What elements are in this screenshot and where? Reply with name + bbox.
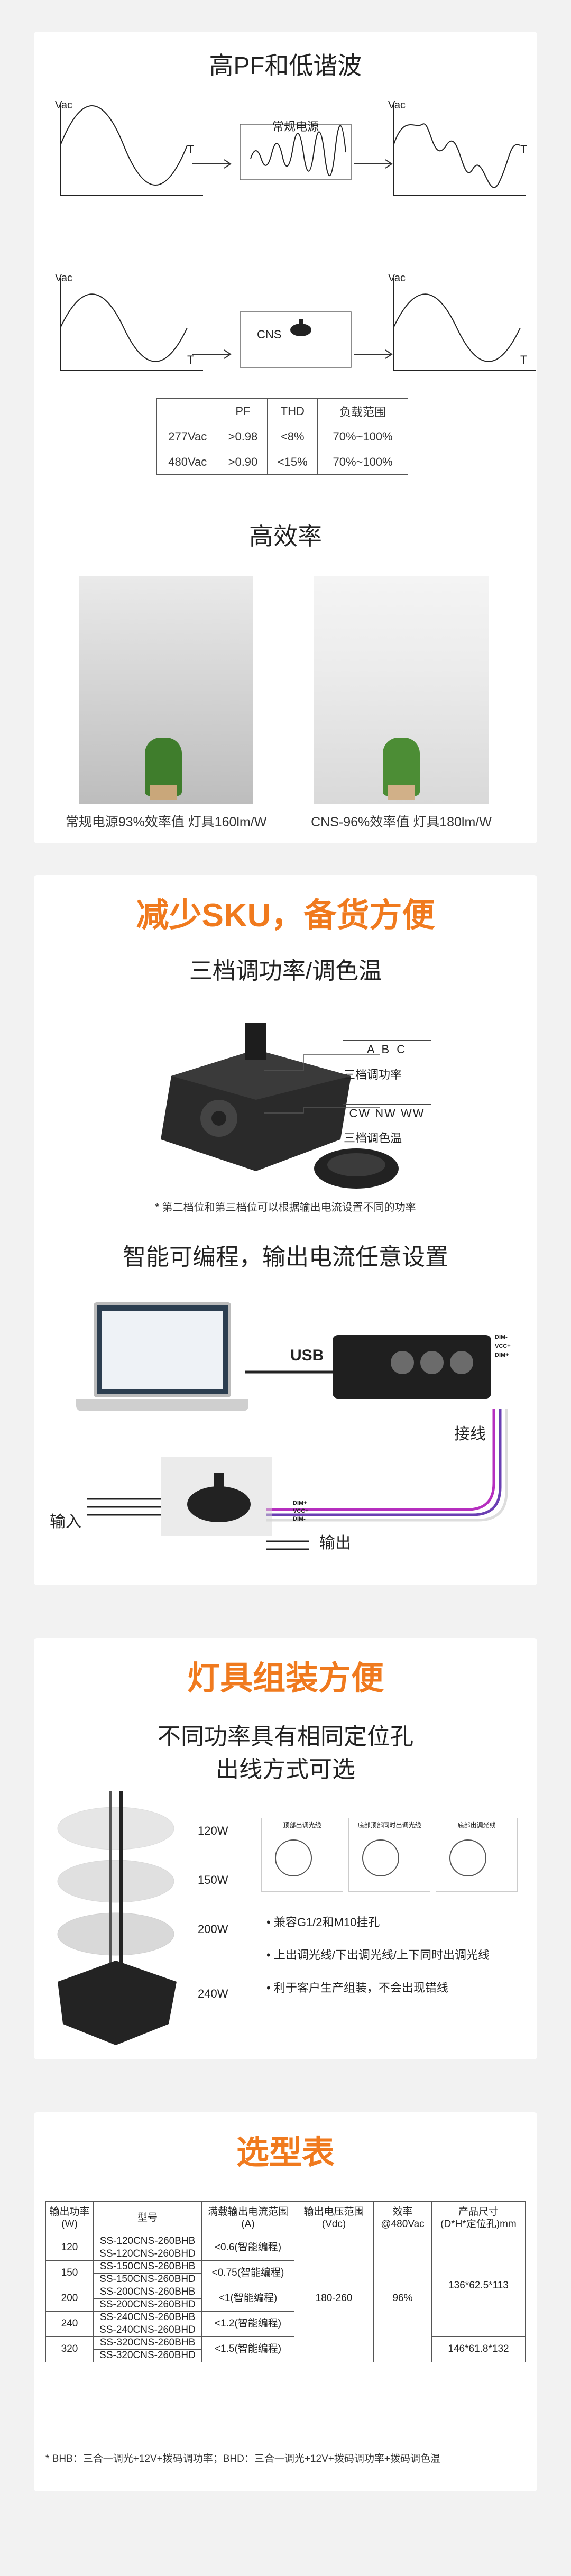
- assembly-title: 灯具组装方便: [187, 1660, 384, 1697]
- table-row: SS-240CNS-260BHD: [46, 2324, 526, 2337]
- table-row: 200 SS-200CNS-260BHB <1(智能编程): [45, 2286, 526, 2312]
- axis-t-4: T: [520, 353, 528, 366]
- axis-vac-1: Vac: [55, 99, 72, 111]
- cns-lamp-image: [314, 576, 489, 804]
- arrow-right-icon: [192, 349, 232, 359]
- arrow-right-icon: [354, 349, 393, 359]
- table-row: 277Vac >0.98 <8% 70%~100%: [156, 424, 408, 449]
- watt-200: 200W: [198, 1922, 228, 1936]
- wiring-label: 接线: [454, 1425, 486, 1443]
- sku-title: 减少SKU，备货方便: [136, 897, 435, 934]
- plus-button-icon: [420, 1351, 444, 1374]
- driver-cap-part: [314, 1148, 399, 1189]
- conventional-psu-label: 常规电源: [272, 120, 319, 133]
- table-row: SS-200CNS-260BHD: [46, 2298, 526, 2312]
- selection-card: 选型表 输出功率 (W) 型号 满载输出电流范围 (A) 输出电压范围 (Vdc…: [34, 2112, 537, 2491]
- axis-vac-2: Vac: [388, 99, 406, 111]
- axis-t-3: T: [187, 353, 195, 366]
- axis-t-1: T: [187, 143, 195, 156]
- axis-t-2: T: [520, 143, 528, 156]
- diagram-bottom-wire: 底部出调光线: [436, 1818, 518, 1892]
- usb-label: USB: [290, 1347, 324, 1364]
- watt-240: 240W: [198, 1987, 228, 2000]
- callout-lines: [264, 1054, 380, 1114]
- pf-title: 高PF和低谐波: [209, 52, 362, 79]
- cct-switch-box: CW NW WW: [343, 1104, 431, 1123]
- programmer-device: [333, 1335, 491, 1399]
- table-row: 120 SS-120CNS-260BHB <0.6(智能编程) 180-260 …: [45, 2235, 526, 2362]
- dim-neg-label: DIM-: [293, 1516, 306, 1522]
- conventional-caption: 常规电源93%效率值 灯具160lm/W: [65, 815, 267, 830]
- power-switch-box: A B C: [343, 1040, 431, 1059]
- table-row: SS-320CNS-260BHD: [46, 2349, 526, 2362]
- dim-wires: [87, 1409, 508, 1550]
- p-button-icon: [450, 1351, 473, 1374]
- input-label: 输入: [50, 1513, 81, 1531]
- output-label: 输出: [319, 1534, 351, 1552]
- stacked-drivers: [57, 1791, 177, 2045]
- table-row: 150 SS-150CNS-260BHB <0.75(智能编程): [45, 2260, 526, 2286]
- table-row: 240 SS-240CNS-260BHB <1.2(智能编程): [45, 2311, 526, 2337]
- watt-120: 120W: [198, 1824, 228, 1837]
- cns-driver-product: [161, 1023, 351, 1171]
- laptop-base: [76, 1399, 248, 1411]
- dim-pos-label: DIM+: [495, 1352, 509, 1358]
- waveform-cns: [60, 278, 536, 371]
- minus-button-icon: [391, 1351, 414, 1374]
- programmable-subtitle: 智能可编程，输出电流任意设置: [123, 1244, 448, 1270]
- mounting-diagrams: 顶部出调光线 底部顶部同时出调光线 底部出调光线: [261, 1818, 520, 1892]
- selection-title: 选型表: [236, 2135, 335, 2171]
- driver-wiring-area: [161, 1457, 272, 1536]
- vcc-pos-label: VCC+: [293, 1508, 309, 1514]
- waveform-conventional: [60, 103, 526, 196]
- cns-label: CNS: [257, 328, 282, 341]
- table-row: 320 SS-320CNS-260BHB <1.5(智能编程) 146*61.8…: [45, 2336, 526, 2362]
- selection-table: 输出功率 (W) 型号 满载输出电流范围 (A) 输出电压范围 (Vdc) 效率…: [45, 2201, 526, 2362]
- pf-thd-table: PF THD 负载范围 277Vac >0.98 <8% 70%~100% 48…: [156, 398, 408, 475]
- dim-pos-label: DIM+: [293, 1500, 307, 1506]
- selection-footnote: * BHB：三合一调光+12V+拨码调功率；BHD：三合一调光+12V+拨码调功…: [45, 2453, 440, 2464]
- table-row: PF THD 负载范围: [156, 398, 408, 424]
- cct-switch-label: 三档调色温: [344, 1131, 402, 1145]
- vcc-pos-label: VCC+: [495, 1343, 511, 1349]
- assembly-card: 灯具组装方便 不同功率具有相同定位孔 出线方式可选 120W 150W 200W…: [34, 1638, 537, 2059]
- table-row: 输出功率 (W) 型号 满载输出电流范围 (A) 输出电压范围 (Vdc) 效率…: [45, 2201, 526, 2235]
- assembly-bullet-1: • 兼容G1/2和M10挂孔: [266, 1916, 380, 1929]
- arrow-right-icon: [354, 159, 393, 169]
- efficiency-title: 高效率: [249, 522, 322, 550]
- power-switch-label: 三档调功率: [344, 1068, 402, 1081]
- axis-vac-3: Vac: [55, 272, 72, 284]
- sku-card: 减少SKU，备货方便 三档调功率/调色温 A B C 三档调功率 CW NW W…: [34, 875, 537, 1585]
- assembly-bullet-3: • 利于客户生产组装，不会出现错线: [266, 1981, 448, 1994]
- conventional-lamp-image: [79, 576, 253, 804]
- table-row: 480Vac >0.90 <15% 70%~100%: [156, 449, 408, 475]
- dim-neg-label: DIM-: [495, 1334, 508, 1340]
- assembly-bullet-2: • 上出调光线/下出调光线/上下同时出调光线: [266, 1948, 490, 1962]
- table-row: SS-150CNS-260BHD: [46, 2273, 526, 2286]
- laptop-screen: [94, 1302, 231, 1397]
- watt-150: 150W: [198, 1873, 228, 1887]
- pf-efficiency-card: 高PF和低谐波 Vac T Vac T 常规电源 Vac T Vac T CNS: [34, 32, 537, 843]
- axis-vac-4: Vac: [388, 272, 406, 284]
- three-step-subtitle: 三档调功率/调色温: [189, 958, 382, 984]
- assembly-subtitle-2: 出线方式可选: [216, 1756, 355, 1782]
- cns-driver-icon: [187, 1473, 251, 1522]
- assembly-subtitle-1: 不同功率具有相同定位孔: [158, 1724, 413, 1750]
- diagram-both-wire: 底部顶部同时出调光线: [348, 1818, 430, 1892]
- table-row: SS-120CNS-260BHD: [46, 2248, 526, 2261]
- diagram-top-wire: 顶部出调光线: [261, 1818, 343, 1892]
- cns-driver-icon: [290, 319, 311, 336]
- cns-caption: CNS-96%效率值 灯具180lm/W: [311, 815, 492, 830]
- arrow-right-icon: [192, 159, 232, 169]
- step-note: * 第二档位和第三档位可以根据输出电流设置不同的功率: [155, 1202, 416, 1213]
